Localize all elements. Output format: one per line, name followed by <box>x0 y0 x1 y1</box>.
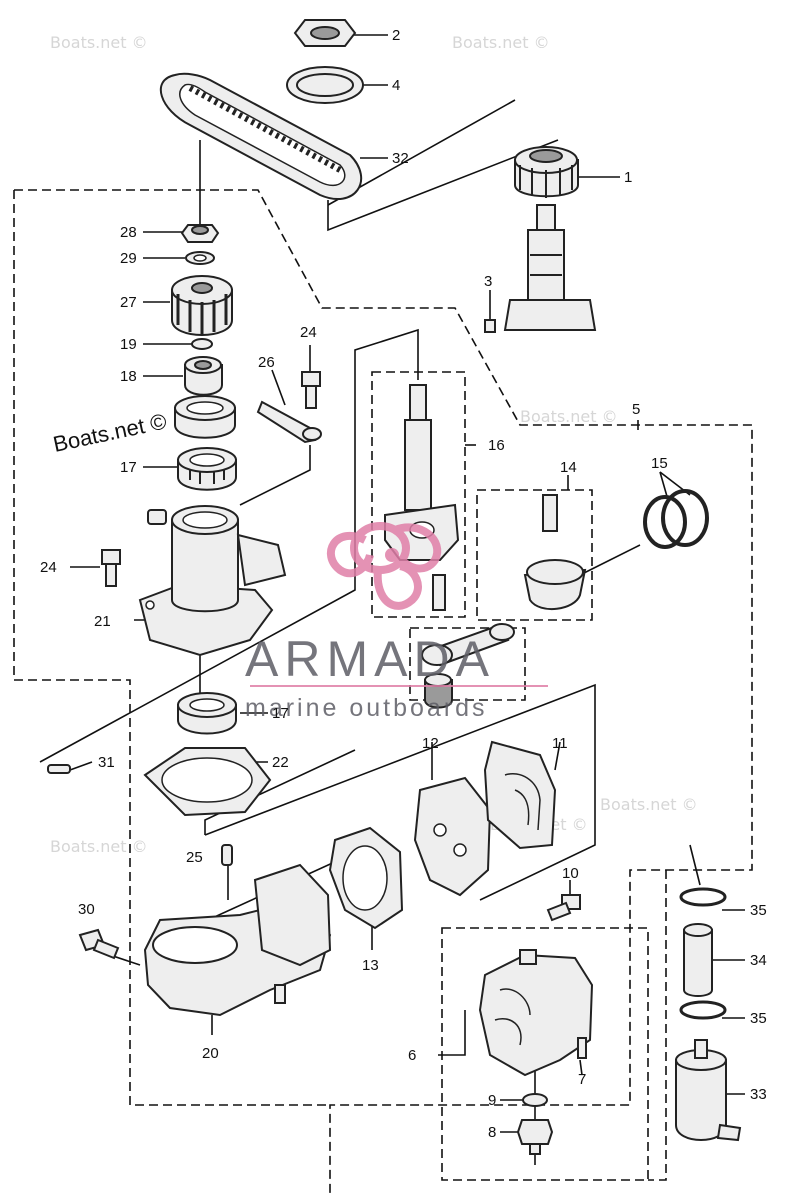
part-2-nut <box>293 19 357 47</box>
part-35-clip-lower <box>679 1000 727 1020</box>
callout-13: 13 <box>362 957 379 974</box>
part-14-piston <box>421 494 587 667</box>
part-29-washer <box>185 251 215 265</box>
callout-1: 1 <box>624 169 632 186</box>
brand-name: ARMADA <box>245 631 495 687</box>
assembly-16-sub <box>409 627 526 701</box>
watermark-1: Boats.net © <box>50 33 148 52</box>
watermark-6: Boats.net © <box>600 795 698 814</box>
callout-26: 26 <box>258 354 275 371</box>
part-27-pulley <box>171 275 233 336</box>
part-3-key <box>484 319 496 333</box>
part-30-bolt <box>78 928 120 960</box>
callout-31: 31 <box>98 754 115 771</box>
callout-35-upper: 35 <box>750 902 767 919</box>
propeller-icon <box>326 522 442 610</box>
part-9-washer <box>522 1093 548 1107</box>
callout-27: 27 <box>120 294 137 311</box>
callout-labels: 1 2 3 4 5 6 7 8 9 10 11 12 13 14 15 16 1… <box>40 27 767 1141</box>
assembly-5-left <box>13 190 330 1106</box>
part-24-bolt-lower <box>101 549 121 587</box>
assembly-14-box <box>476 489 593 621</box>
part-15-rings <box>643 489 709 549</box>
callout-12: 12 <box>422 735 439 752</box>
callout-4: 4 <box>392 77 400 94</box>
watermark-3: Boats.net © <box>520 407 618 426</box>
callout-3: 3 <box>484 273 492 290</box>
part-12-plate <box>413 776 492 897</box>
watermark-large: Boats.net © <box>51 408 169 456</box>
part-7-nipple <box>577 1037 587 1059</box>
callout-33: 33 <box>750 1086 767 1103</box>
part-21-upper-casing <box>138 505 287 657</box>
assembly-6-box <box>441 927 649 1181</box>
callout-24-lower: 24 <box>40 559 57 576</box>
watermark-4: Boats.net © <box>50 837 148 856</box>
part-17-bearing-upper <box>177 447 237 491</box>
callout-17-lower: 17 <box>272 705 289 722</box>
part-1-cap <box>514 146 579 198</box>
part-26-link <box>256 400 322 444</box>
callout-15: 15 <box>651 455 668 472</box>
callout-22: 22 <box>272 754 289 771</box>
part-17-bearing-lower <box>177 692 237 735</box>
callout-10: 10 <box>562 865 579 882</box>
callout-20: 20 <box>202 1045 219 1062</box>
brand-logo: ARMADA marine outboards <box>245 522 548 722</box>
callout-35-lower: 35 <box>750 1010 767 1027</box>
leader-lines <box>39 34 745 1165</box>
callout-32: 32 <box>392 150 409 167</box>
callout-34: 34 <box>750 952 767 969</box>
part-19-washer <box>191 338 213 350</box>
callout-18: 18 <box>120 368 137 385</box>
part-6-pump-body <box>478 949 594 1077</box>
callout-16: 16 <box>488 437 505 454</box>
callout-2: 2 <box>392 27 400 44</box>
part-13-gasket <box>328 826 404 930</box>
part-32-timing-belt <box>159 72 363 201</box>
callout-25: 25 <box>186 849 203 866</box>
part-8-fitting <box>516 1119 554 1155</box>
callout-28: 28 <box>120 224 137 241</box>
part-25-dowel <box>221 844 233 866</box>
callout-29: 29 <box>120 250 137 267</box>
part-35-clip-upper <box>679 887 727 907</box>
callout-21: 21 <box>94 613 111 630</box>
part-16-crankshaft <box>384 384 460 611</box>
part-33-fuel-filter <box>675 1039 742 1142</box>
part-11-gasket <box>483 740 557 850</box>
callout-11: 11 <box>552 735 568 752</box>
callout-30: 30 <box>78 901 95 918</box>
part-24-bolt-upper <box>301 371 321 409</box>
part-10-screw <box>546 894 581 922</box>
part-20-lower-casing <box>143 863 332 1017</box>
callout-6: 6 <box>408 1047 416 1064</box>
callout-9: 9 <box>488 1092 496 1109</box>
brand-tagline: marine outboards <box>245 694 488 722</box>
part-34-hose <box>683 923 713 997</box>
watermark-2: Boats.net © <box>452 33 550 52</box>
callout-5: 5 <box>632 401 640 418</box>
part-31-pin <box>47 764 71 774</box>
callout-24-upper: 24 <box>300 324 317 341</box>
callout-14: 14 <box>560 459 577 476</box>
part-bearing-upper <box>174 395 236 439</box>
callout-17-upper: 17 <box>120 459 137 476</box>
crankshaft-top-assembly <box>503 204 597 331</box>
part-18-bushing <box>184 356 223 396</box>
callout-8: 8 <box>488 1124 496 1141</box>
watermarks: Boats.net © Boats.net © Boats.net © Boat… <box>50 33 698 856</box>
part-22-gasket <box>143 747 272 817</box>
callout-19: 19 <box>120 336 137 353</box>
part-28-nut <box>180 224 220 243</box>
part-4-washer <box>286 66 364 104</box>
callout-7: 7 <box>578 1071 586 1088</box>
pump-line <box>648 870 667 1181</box>
